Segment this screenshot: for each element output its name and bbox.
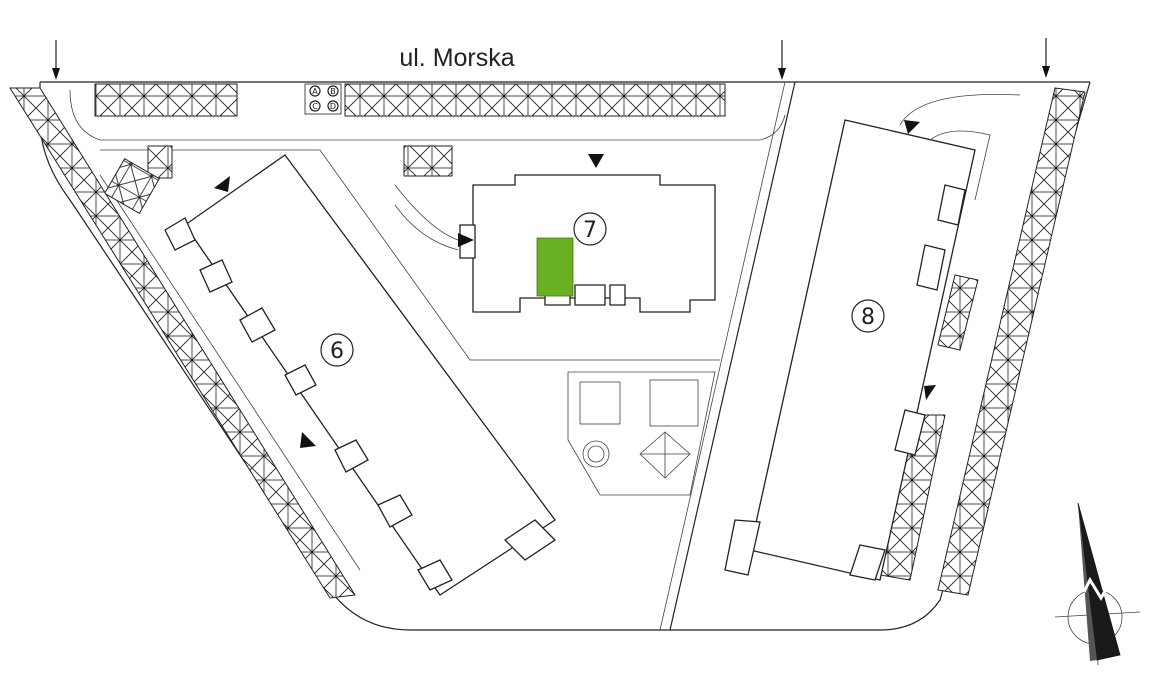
parking-spaces (9, 83, 1086, 599)
parking-strip-north (344, 83, 726, 117)
parking-block-7 (403, 145, 453, 177)
parking-strip-west (9, 87, 356, 599)
parking-spot-west (147, 145, 173, 179)
legend-d: D (330, 102, 336, 111)
legend-a: A (312, 87, 318, 96)
street-name-label: ul. Morska (399, 44, 514, 72)
legend-c: C (312, 102, 318, 111)
highlighted-apartment[interactable] (536, 237, 574, 297)
entrance-arrow-8b (924, 385, 936, 400)
street-ul-morska: ul. Morska (40, 44, 1090, 83)
legend-b: B (330, 87, 336, 96)
entrance-arrow-7a (458, 233, 474, 247)
building-8[interactable]: 8 (724, 94, 1021, 581)
building-7-label: 7 (583, 218, 597, 243)
parking-legend: A B C D (304, 83, 342, 115)
entrance-arrows (52, 38, 1050, 80)
parking-spot-building-8 (937, 274, 979, 351)
building-6-label: 6 (330, 339, 344, 364)
north-arrow-icon (1054, 502, 1141, 666)
playground (567, 371, 716, 496)
parking-spot-corner (103, 157, 161, 215)
entrance-arrow-7b (588, 154, 604, 168)
building-6[interactable]: 6 (164, 154, 557, 596)
entrance-arrow-6b (300, 432, 316, 448)
entrance-arrow-8a (904, 120, 920, 134)
parking-strip-east (937, 87, 1086, 596)
building-8-label: 8 (861, 305, 875, 330)
parking-strip-north-west (94, 83, 238, 117)
building-7[interactable]: 7 (394, 154, 716, 313)
entrance-arrow-6a (214, 176, 230, 192)
